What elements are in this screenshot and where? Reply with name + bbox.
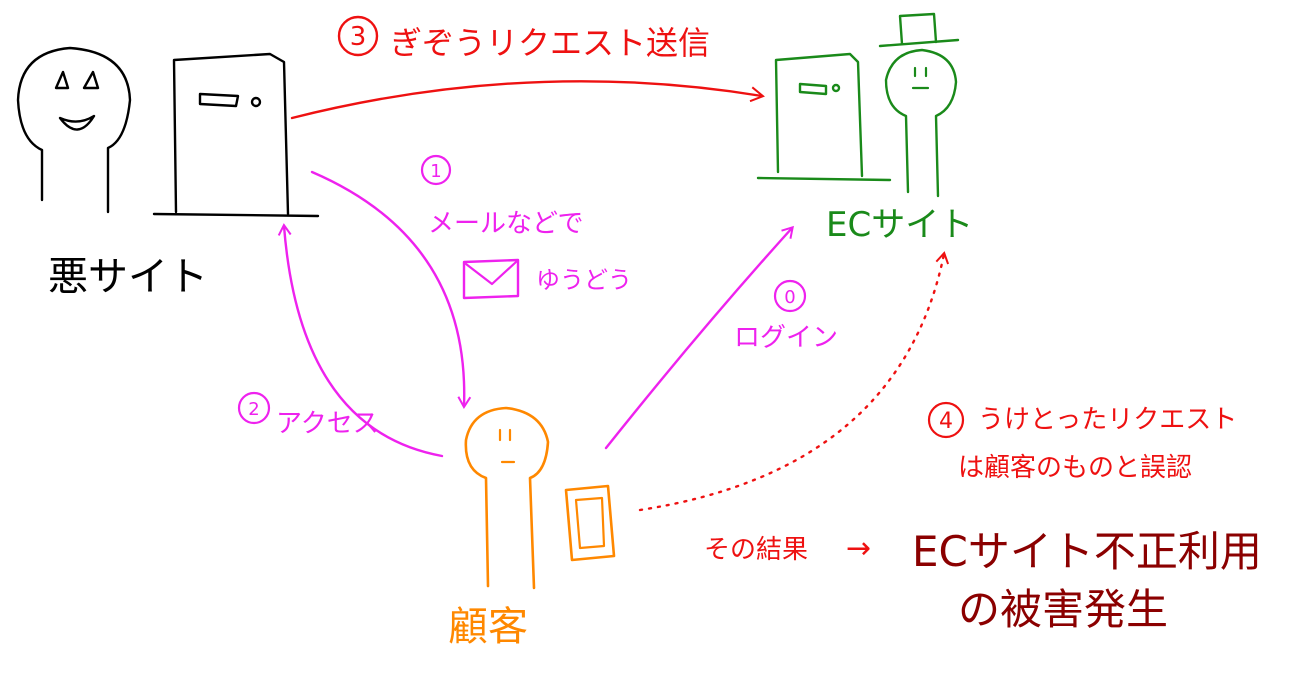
- ec-person-icon: [878, 12, 960, 198]
- step-4-badge: 4: [927, 401, 965, 439]
- forged-request-arrow: [290, 80, 765, 120]
- smartphone-icon: [564, 484, 616, 562]
- step-1-badge: 1: [420, 154, 452, 186]
- result-line2: の被害発生: [958, 585, 1168, 634]
- customer-label: 顧客: [448, 604, 528, 650]
- result-line1: ECサイト不正利用: [912, 527, 1262, 576]
- misrecognition-arrow: [638, 251, 950, 512]
- svg-text:4: 4: [939, 409, 953, 434]
- customer-person-icon: [464, 406, 550, 590]
- step-3-badge: 3: [337, 15, 379, 57]
- step-4-label-line1: うけとったリクエスト: [978, 405, 1237, 435]
- svg-text:1: 1: [430, 161, 441, 182]
- evil-door-icon: [152, 52, 320, 218]
- svg-text:0: 0: [784, 287, 795, 308]
- lure-arrow: [310, 170, 472, 409]
- access-arrow: [277, 223, 444, 458]
- step-0-label: ログイン: [734, 323, 838, 353]
- result-lead: その結果: [704, 535, 808, 565]
- step-4-label-line2: は顧客のものと誤認: [958, 453, 1192, 483]
- step-2-badge: 2: [237, 391, 271, 425]
- step-3-label: ぎぞうリクエスト送信: [390, 24, 710, 62]
- envelope-icon: [462, 258, 520, 300]
- svg-text:2: 2: [248, 399, 259, 420]
- login-arrow: [604, 225, 794, 450]
- step-0-badge: 0: [773, 279, 807, 313]
- step-1-label-line2: ゆうどう: [536, 266, 632, 294]
- step-1-label-line1: メールなどで: [428, 209, 583, 239]
- ec-door-icon: [756, 52, 892, 182]
- ec-site-label: ECサイト: [826, 205, 973, 245]
- result-arrow: →: [846, 531, 871, 566]
- evil-site-label: 悪サイト: [48, 254, 208, 300]
- svg-text:3: 3: [350, 22, 367, 52]
- evil-person-icon: [16, 46, 132, 214]
- step-2-label: アクセス: [276, 409, 379, 439]
